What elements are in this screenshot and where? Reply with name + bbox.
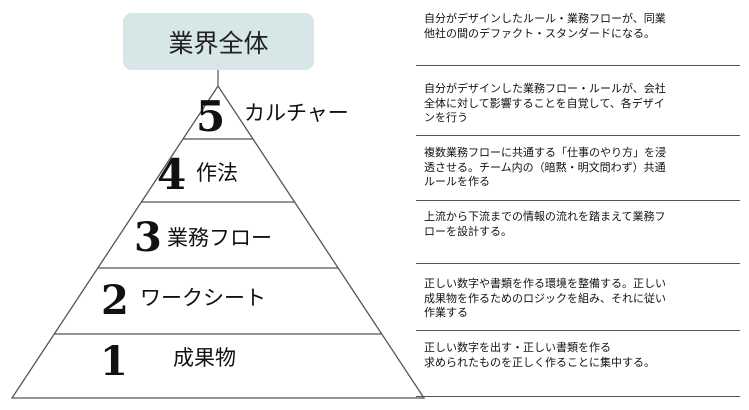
industry-label: 業界全体 — [168, 28, 269, 58]
level-3-description: 上流から下流までの情報の流れを踏まえて業務フ ローを設計する。 — [424, 210, 666, 238]
level-5-name: カルチャー — [244, 101, 349, 125]
level-2-number: 2 — [101, 277, 129, 324]
separator-line — [416, 200, 740, 201]
level-4-number: 4 — [157, 150, 187, 199]
separator-line — [416, 263, 740, 264]
level-4-name: 作法 — [196, 161, 238, 185]
level-3-number: 3 — [134, 214, 162, 261]
level-dividers — [54, 138, 382, 335]
level-5-number: 5 — [196, 92, 226, 141]
separator-line — [416, 330, 740, 331]
pyramid-outline — [10, 84, 426, 399]
separator-line — [416, 396, 740, 397]
separator-line — [416, 135, 740, 136]
separator-line — [416, 65, 740, 66]
level-4-description: 複数業務フローに共通する「仕事のやり方」を浸 透させる。チーム内の（暗黙・明文問… — [424, 146, 666, 188]
level-2-name: ワークシート — [140, 286, 266, 310]
level-2-description: 正しい数字や書類を作る環境を整備する。正しい 成果物を作るためのロジックを組み、… — [424, 277, 666, 319]
level-1-name: 成果物 — [173, 346, 236, 370]
industry-description: 自分がデザインしたルール・業務フローが、同業 他社の間のデファクト・スタンダード… — [424, 12, 666, 40]
level-1-number: 1 — [100, 338, 128, 385]
level-1-description: 正しい数字を出す・正しい書類を作る 求められたものを正しく作ることに集中する。 — [424, 341, 655, 369]
level-3-name: 業務フロー — [167, 226, 272, 250]
industry-box: 業界全体 — [123, 13, 314, 70]
level-5-description: 自分がデザインした業務フロー・ルールが、会社 全体に対して影響することを自覚して… — [424, 82, 666, 124]
